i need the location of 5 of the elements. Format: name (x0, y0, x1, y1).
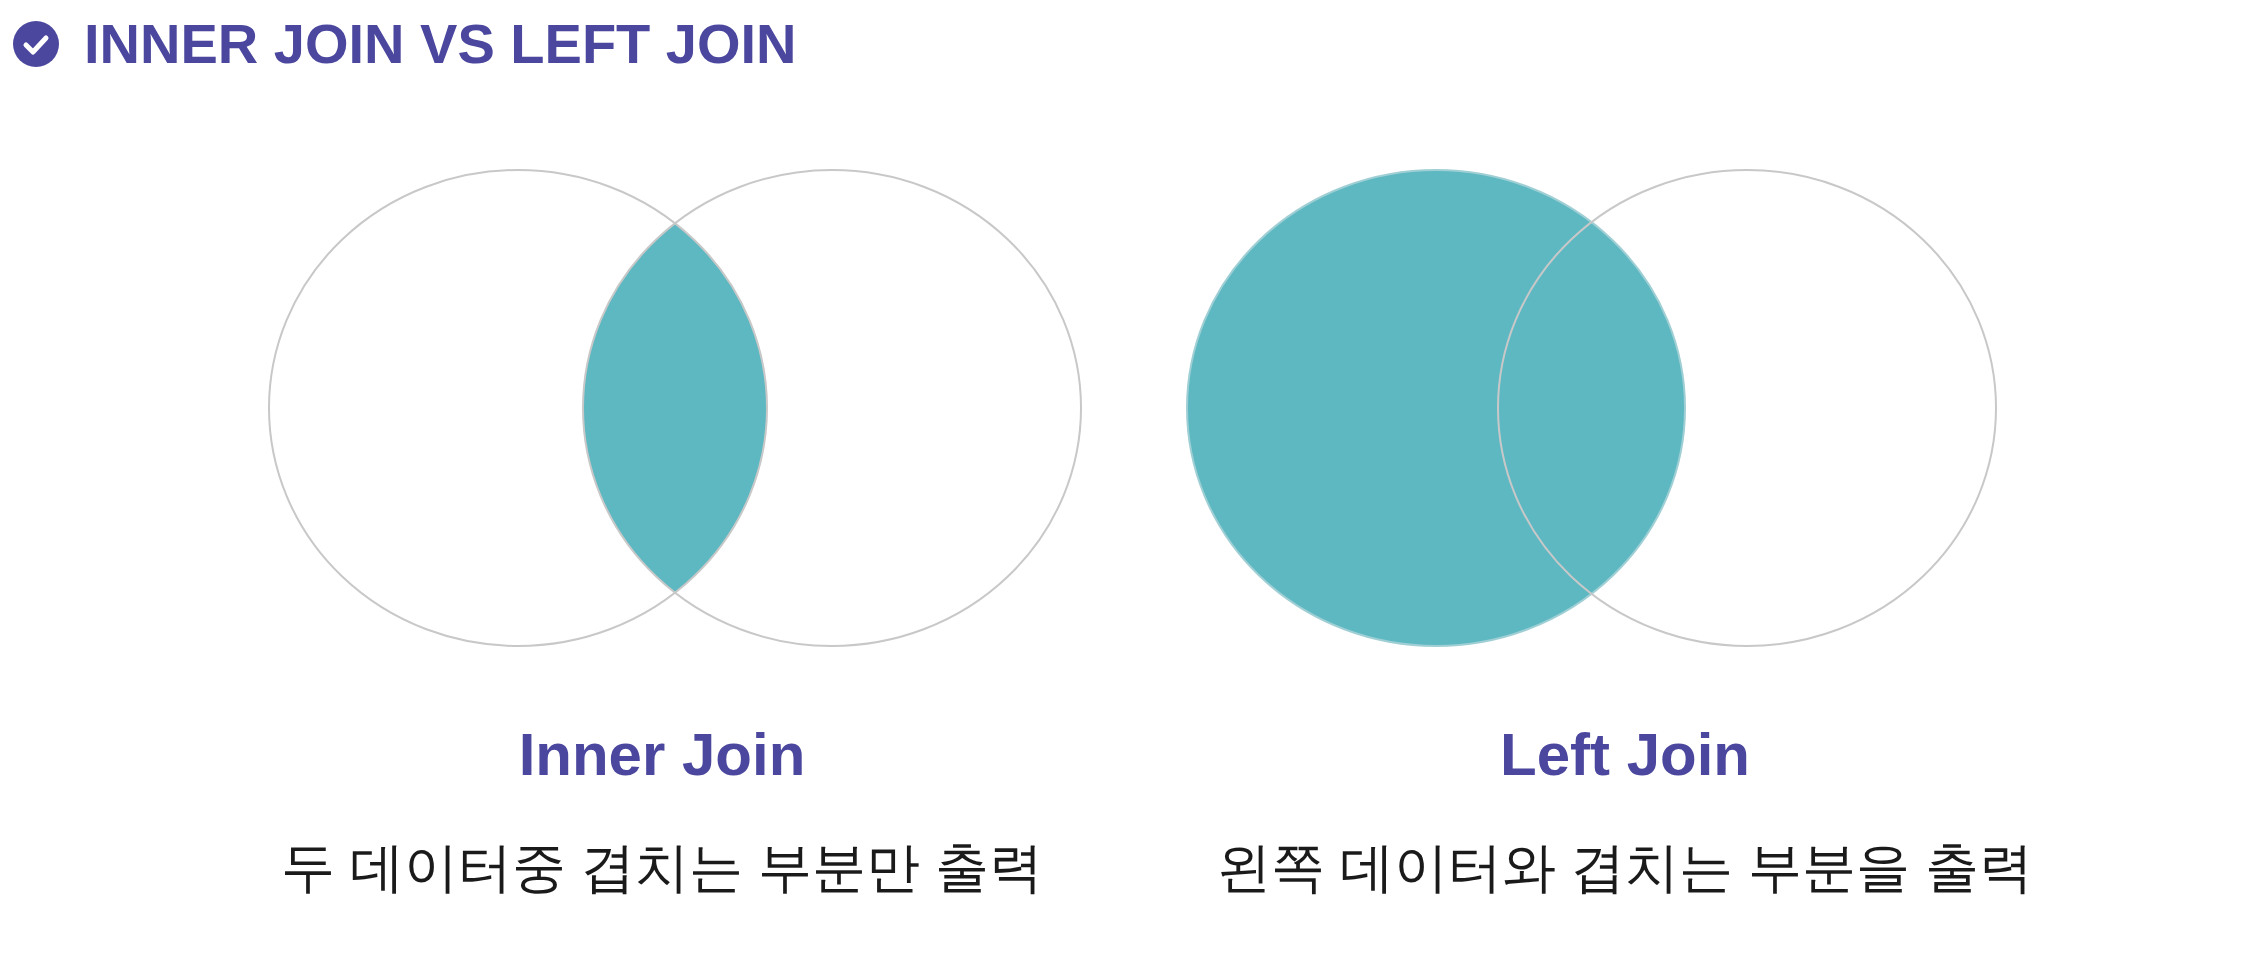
venn-caption-description: 왼쪽 데이터와 겹치는 부분을 출력 (1217, 840, 2033, 894)
venn-caption-title: Left Join (1500, 725, 1750, 785)
venn-caption-description: 두 데이터중 겹치는 부분만 출력 (281, 840, 1043, 894)
page-title: INNER JOIN VS LEFT JOIN (84, 16, 797, 72)
venn-caption-title: Inner Join (518, 725, 806, 785)
